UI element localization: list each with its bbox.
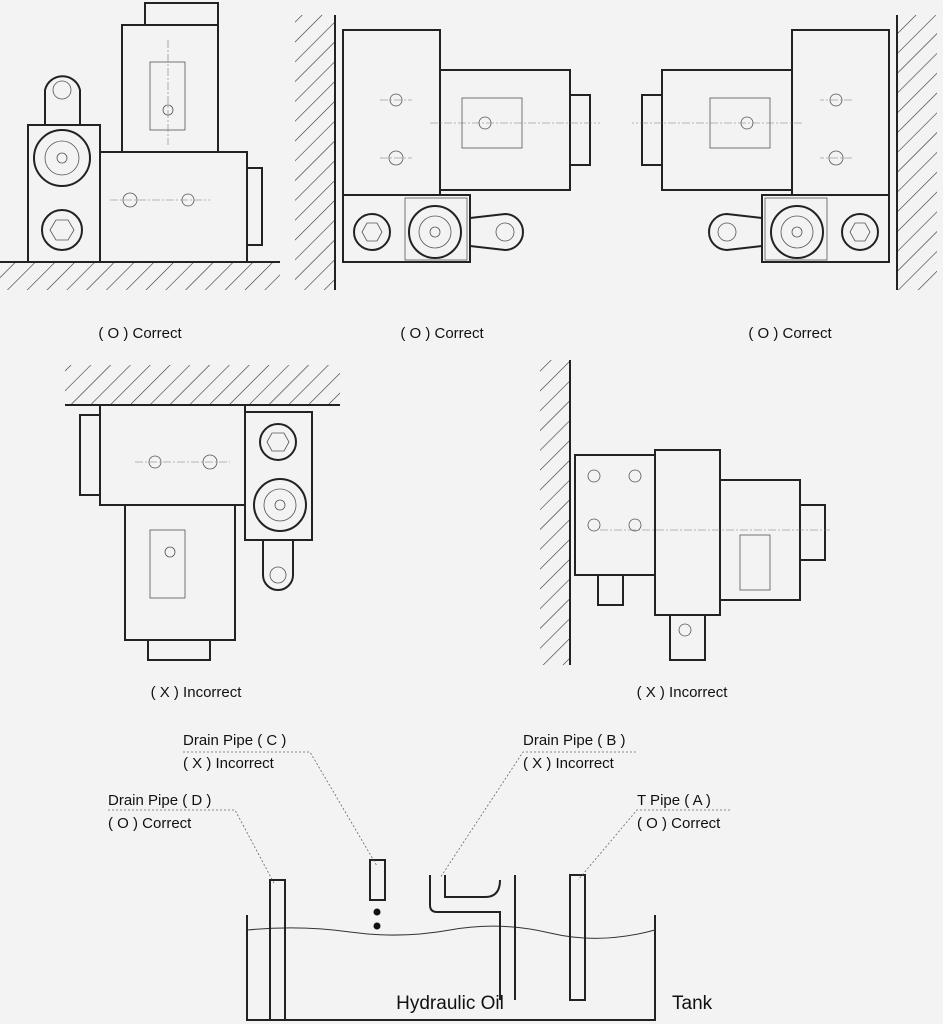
caption-top-right: ( O ) Correct [748,325,832,342]
drain-pipe-b-verdict: ( X ) Incorrect [523,755,615,772]
figure-top-middle-wall-mount: ( O ) Correct [295,15,601,342]
drain-pipe-c [369,859,386,901]
figure-middle-right-wall-mount: ( X ) Incorrect [540,360,830,701]
tank-outline [246,915,656,1021]
figure-top-left-floor-mount: ( O ) Correct [0,2,280,342]
caption-top-left: ( O ) Correct [98,325,182,342]
t-pipe-a-label: T Pipe ( A ) [637,792,711,809]
drain-pipe-d-verdict: ( O ) Correct [108,815,192,832]
t-pipe-a [569,874,586,1001]
drain-pipe-b-label: Drain Pipe ( B ) [523,732,626,749]
drain-pipe-c-label: Drain Pipe ( C ) [183,732,286,749]
oil-surface [246,925,656,939]
figure-middle-left-ceiling-mount: ( X ) Incorrect [65,365,340,701]
drain-pipe-d-label: Drain Pipe ( D ) [108,792,211,809]
caption-middle-right: ( X ) Incorrect [637,684,729,701]
tank-label: Tank [672,993,713,1014]
caption-top-middle: ( O ) Correct [400,325,484,342]
drain-pipe-d [269,879,286,1021]
t-pipe-a-verdict: ( O ) Correct [637,815,721,832]
drain-pipe-b [429,875,516,1000]
tank-diagram: Drain Pipe ( C ) ( X ) Incorrect Drain P… [108,732,730,1021]
drain-pipe-c-verdict: ( X ) Incorrect [183,755,275,772]
figure-top-right-wall-mount: ( O ) Correct [631,15,937,342]
caption-middle-left: ( X ) Incorrect [151,684,243,701]
hydraulic-oil-label: Hydraulic Oil [396,993,504,1014]
